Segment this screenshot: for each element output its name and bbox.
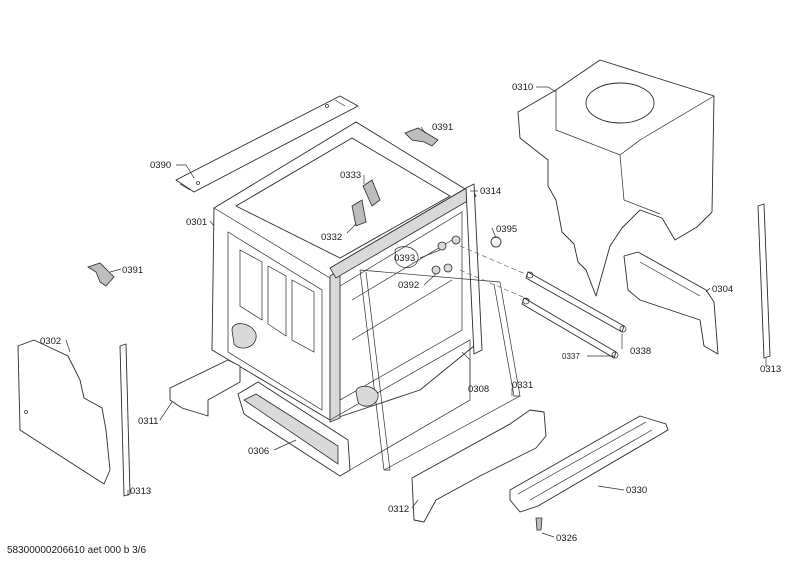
- part-0313-side-strip-right: [757, 203, 771, 359]
- part-0332-hinge: [351, 199, 367, 227]
- label-0312: 0312: [388, 504, 409, 515]
- part-0306-base-frame: [237, 339, 471, 477]
- leader-lines: [65, 86, 767, 538]
- label-0392: 0392: [398, 280, 419, 291]
- label-0331: 0331: [512, 380, 533, 391]
- label-0326: 0326: [556, 533, 577, 544]
- label-0391-top: 0391: [432, 122, 453, 133]
- label-0393: 0393: [394, 253, 415, 264]
- part-0312-front-panel: [411, 409, 547, 523]
- label-0304: 0304: [712, 284, 733, 295]
- part-0338-rail: [525, 271, 627, 333]
- part-0395-plug: [490, 236, 502, 248]
- part-0337-rail: [521, 297, 619, 359]
- label-0302: 0302: [40, 336, 61, 347]
- label-0311: 0311: [138, 416, 158, 427]
- label-0395: 0395: [496, 224, 517, 235]
- label-0391-left: 0391: [122, 265, 143, 276]
- part-0390-top-strip: [175, 95, 359, 193]
- part-0313-side-strip-left: [119, 343, 131, 497]
- label-0314: 0314: [480, 186, 501, 197]
- part-0302-side-panel: [17, 339, 111, 485]
- guide-line: [459, 269, 531, 301]
- part-0393-fittings: [431, 235, 461, 275]
- label-0337: 0337: [562, 352, 580, 361]
- label-0310: 0310: [512, 82, 533, 93]
- guide-line: [459, 245, 531, 277]
- document-reference: 58300000206610 aet 000 b 3/6: [7, 545, 147, 556]
- label-0306: 0306: [248, 446, 269, 457]
- part-0391-bracket-top: [404, 127, 439, 147]
- part-labels: 0310 0391 0390 0333 0314 0301 0332 0395 …: [40, 82, 781, 544]
- label-0332: 0332: [321, 232, 342, 243]
- part-0330-base-tray: [509, 415, 669, 513]
- label-0338: 0338: [630, 346, 651, 357]
- part-0311-base-panel: [169, 359, 241, 417]
- label-0313-right: 0313: [760, 364, 781, 375]
- part-0333-bracket: [362, 179, 381, 207]
- part-0314-front-frame: [329, 183, 483, 355]
- part-0308-door-seal: [359, 269, 521, 471]
- label-0313-left: 0313: [130, 486, 151, 497]
- label-0301: 0301: [186, 217, 207, 228]
- label-0390: 0390: [150, 160, 171, 171]
- part-0391-bracket-left: [87, 262, 115, 287]
- label-0333: 0333: [340, 170, 361, 181]
- part-0310-insulation-cover: [517, 59, 715, 297]
- label-0330: 0330: [626, 485, 647, 496]
- part-0326-screw: [535, 517, 543, 531]
- label-0308: 0308: [468, 384, 489, 395]
- part-0304-side-panel: [623, 251, 719, 355]
